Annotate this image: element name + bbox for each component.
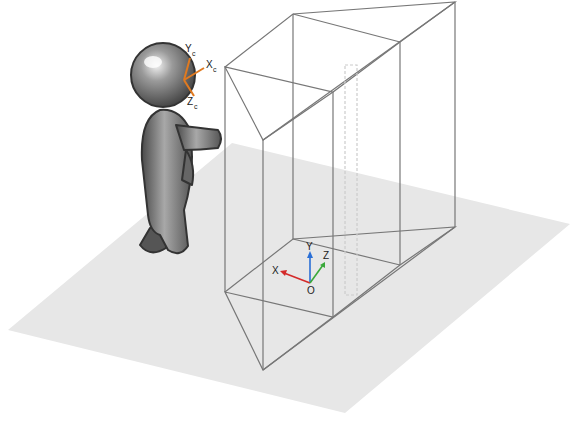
axis-subscript: c xyxy=(213,66,217,73)
floor xyxy=(8,143,570,413)
camera-axis-label: Z xyxy=(187,97,193,107)
camera-axis-label: X xyxy=(206,60,213,70)
axis-label: Y xyxy=(306,242,313,252)
axis-subscript: c xyxy=(192,50,196,57)
camera-axis-label: Y xyxy=(185,44,192,54)
world-axes xyxy=(280,251,325,283)
person xyxy=(131,43,221,253)
axis-subscript: c xyxy=(194,103,198,110)
axis-label: O xyxy=(307,286,315,296)
camera-axes xyxy=(184,58,204,96)
axis-label: X xyxy=(272,266,279,276)
prism-wireframe xyxy=(225,2,455,370)
axis-label: Z xyxy=(323,251,329,261)
